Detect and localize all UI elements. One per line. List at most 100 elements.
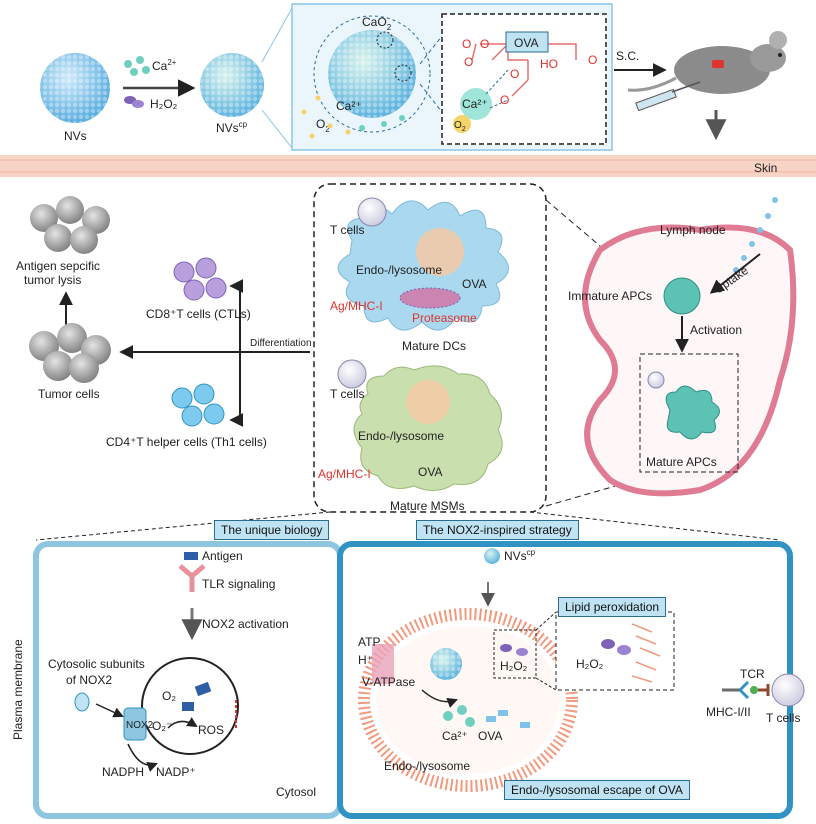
antigen-lysis-line2: tumor lysis <box>24 273 81 287</box>
endo-label-1: Endo-/lysosome <box>356 263 442 277</box>
oxygen-2: O <box>480 37 489 51</box>
h2o2-site-box <box>493 629 537 679</box>
ca-ions-icon <box>124 56 150 76</box>
mature-apcs-box <box>639 353 739 473</box>
tcr-receptor <box>758 684 770 696</box>
sc-label: S.C. <box>616 49 639 63</box>
tag-endo-escape: Endo-/lysosomal escape of OVA <box>504 780 690 800</box>
ova-site <box>394 64 412 82</box>
cao2-label: CaO2 <box>362 15 392 32</box>
skin-label: Skin <box>754 161 777 175</box>
differentiation-label: Differentiation <box>250 338 312 349</box>
zoom-connector-2 <box>419 83 443 113</box>
nox2-activation-label: NOX2 activation <box>202 617 289 631</box>
h2o2-molecules <box>500 644 528 656</box>
dc-nucleus <box>416 228 464 276</box>
uptake-arrow <box>709 253 761 294</box>
mature-msms-label: Mature MSMs <box>390 499 465 513</box>
antigen-peptide <box>750 686 758 694</box>
mouse-icon <box>627 31 787 94</box>
t-cells-bottom-label: T cells <box>766 711 800 725</box>
zoom-connector-1 <box>419 35 443 65</box>
ova-chem-label: OVA <box>514 36 538 50</box>
ova-label-1: OVA <box>462 277 486 291</box>
ag-mhc-label-2: Ag/MHC-I <box>318 467 371 481</box>
mature-dcs-label: Mature DCs <box>402 339 466 353</box>
skin-band <box>0 155 816 177</box>
mature-msm-cell <box>353 365 503 491</box>
cd4-label: CD4⁺T helper cells (Th1 cells) <box>106 435 267 449</box>
oxygen-6: O <box>500 93 509 107</box>
activation-label: Activation <box>690 323 742 337</box>
atp-label: ATP <box>358 635 380 649</box>
coordination-bonds <box>485 69 509 109</box>
cd8-t-cells <box>173 257 227 301</box>
o2-zoom-label: O2 <box>316 117 330 134</box>
o2-chem-label: O2 <box>454 120 466 133</box>
tumor-cells-label: Tumor cells <box>38 387 100 401</box>
mhc-arms <box>738 680 750 700</box>
nadph-arrow <box>127 743 158 772</box>
ova-fragments <box>486 710 530 728</box>
o2-label-bottom: O₂ <box>162 689 176 703</box>
lipid-peroxidation-box <box>555 611 675 691</box>
v-atpase-pump <box>372 644 394 684</box>
ca-label: Ca2+ <box>152 58 177 73</box>
lipid-tails <box>631 623 661 683</box>
cd4-t-cells <box>171 383 225 427</box>
cytosolic-label-1: Cytosolic subunits <box>48 657 145 671</box>
ros-label: ROS <box>198 723 224 737</box>
ova-label-2: OVA <box>418 465 442 479</box>
nvs-label: NVs <box>64 129 87 143</box>
lipid-connector-1 <box>535 611 557 631</box>
ag-mhc-label-1: Ag/MHC-I <box>330 299 383 313</box>
oxygen-4: O <box>510 67 519 81</box>
msm-nucleus <box>406 380 450 424</box>
plasma-membrane-label: Plasma membrane <box>11 639 25 740</box>
ho-label: HO <box>540 57 558 71</box>
h2o2-label-1: H₂O₂ <box>500 659 528 673</box>
msm-t-cell <box>337 359 367 389</box>
t-cells-label-1: T cells <box>330 223 364 237</box>
cytosol-label: Cytosol <box>276 785 316 799</box>
h2o2-icon <box>124 96 144 108</box>
mature-apc-cell <box>665 385 720 440</box>
tag-unique-biology: The unique biology <box>214 520 330 540</box>
h-plus-arrow <box>421 689 458 708</box>
tumor-cells-cluster <box>29 323 111 383</box>
nvscp-particle <box>200 53 264 117</box>
ca2-chem-label: Ca²⁺ <box>462 97 488 111</box>
h2o2-zoom-molecules <box>601 639 631 655</box>
syringe-icon <box>635 81 701 112</box>
ca2-zoom-label: Ca²⁺ <box>336 99 362 113</box>
endo-label-2: Endo-/lysosome <box>358 429 444 443</box>
nvscp-bottom-label: NVscp <box>504 548 536 563</box>
ova-box <box>505 31 549 53</box>
ca-ions-endo <box>443 705 475 727</box>
ova-endo-label: OVA <box>478 729 502 743</box>
uptake-particles <box>733 197 778 273</box>
cao2-site <box>376 31 394 49</box>
cytosolic-label-2: of NOX2 <box>66 673 112 687</box>
center-panel <box>313 183 547 513</box>
dc-t-cell <box>357 197 387 227</box>
tlr-label: TLR signaling <box>202 577 275 591</box>
o2-sphere <box>453 115 471 133</box>
phagosome-antigen-2 <box>182 702 194 711</box>
mature-apcs-label: Mature APCs <box>646 455 717 469</box>
zoom-dashed-ring <box>313 15 431 133</box>
ros-arrow <box>167 717 198 729</box>
antigen-icon <box>184 552 198 560</box>
t-cells-label-2: T cells <box>330 387 364 401</box>
tag-lipid-peroxidation: Lipid peroxidation <box>558 597 667 617</box>
phagosome-ring <box>141 657 239 755</box>
endolysosome <box>358 608 578 792</box>
t-cell-bottom <box>771 673 805 707</box>
nadph-label: NADPH <box>102 765 144 779</box>
nvs-particle <box>40 53 110 123</box>
lymph-node <box>582 224 797 497</box>
o2-minus-label: O₂⁻ <box>152 719 172 733</box>
endo-lyso-label: Endo-/lysosome <box>384 759 470 773</box>
phagosome-antigen-1 <box>194 681 212 697</box>
